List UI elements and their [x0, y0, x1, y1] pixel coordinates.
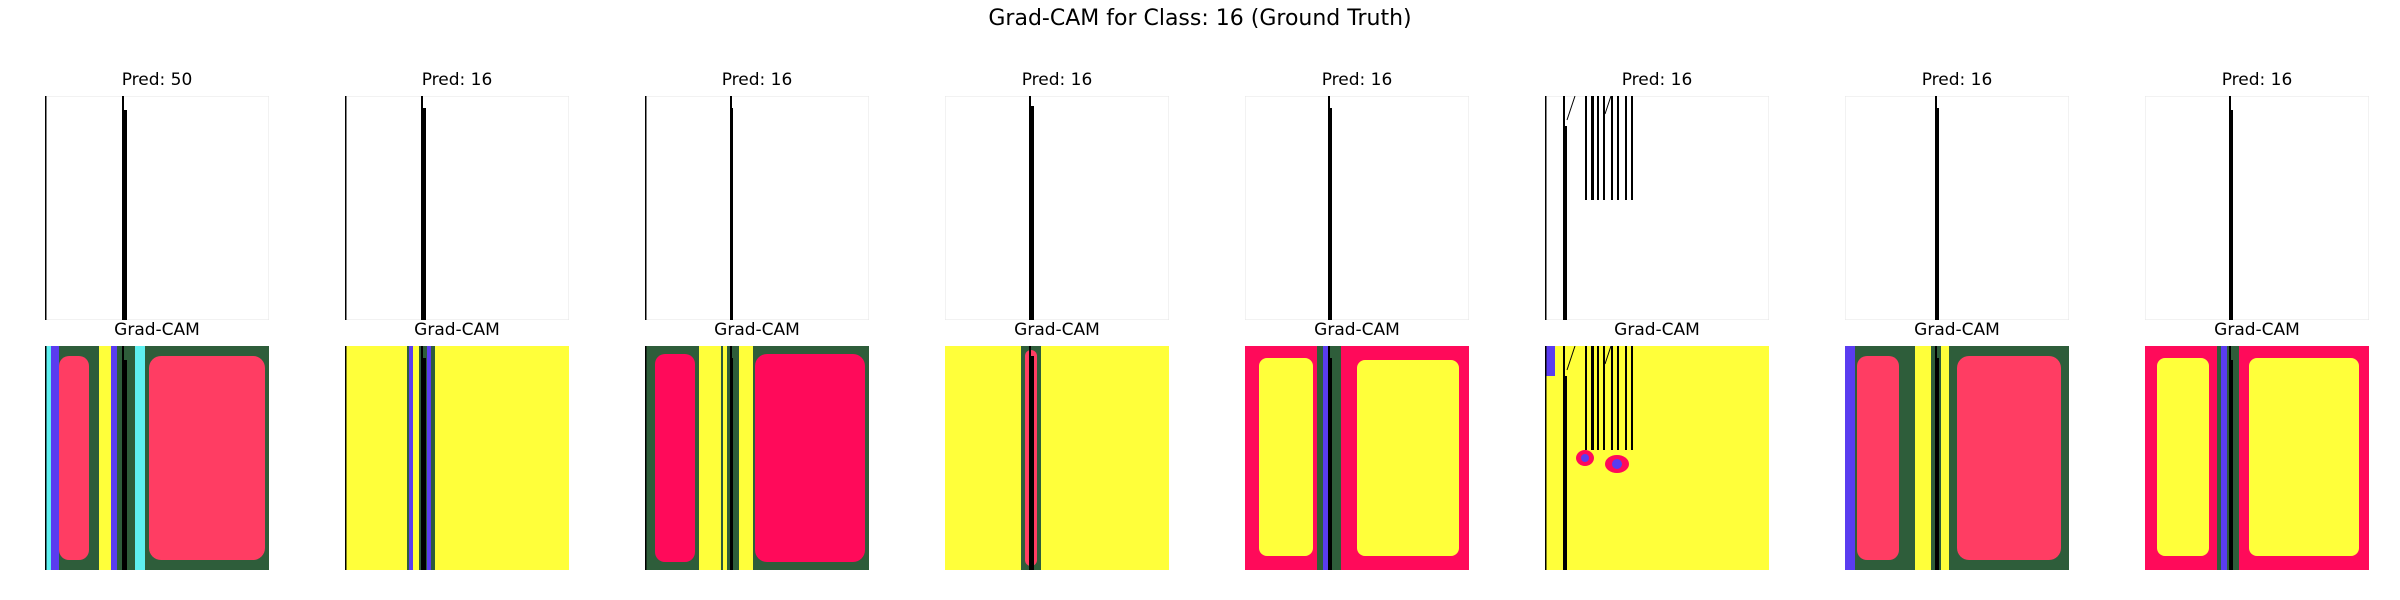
grad-cam-heatmap [2145, 346, 2369, 570]
pred-label: Pred: 16 [1921, 70, 1993, 90]
grad-cam-label: Grad-CAM [1314, 320, 1400, 340]
pred-label: Pred: 16 [1021, 70, 1093, 90]
panel-column-5: Pred: 16 Grad-CAM [1245, 0, 1469, 600]
grad-cam-heatmap [345, 346, 569, 570]
pred-label: Pred: 16 [1621, 70, 1693, 90]
original-image [1245, 96, 1469, 320]
original-image [945, 96, 1169, 320]
pred-label: Pred: 16 [421, 70, 493, 90]
original-image [45, 96, 269, 320]
pred-label: Pred: 16 [721, 70, 793, 90]
original-image [2145, 96, 2369, 320]
grad-cam-label: Grad-CAM [2214, 320, 2300, 340]
grad-cam-heatmap [45, 346, 269, 570]
pred-label: Pred: 16 [1321, 70, 1393, 90]
panel-column-7: Pred: 16 Grad-CAM [1845, 0, 2069, 600]
grad-cam-heatmap [1845, 346, 2069, 570]
original-image [645, 96, 869, 320]
grad-cam-label: Grad-CAM [414, 320, 500, 340]
original-image [1845, 96, 2069, 320]
pred-label: Pred: 50 [121, 70, 193, 90]
grad-cam-label: Grad-CAM [714, 320, 800, 340]
panel-column-4: Pred: 16 Grad-CAM [945, 0, 1169, 600]
panel-column-2: Pred: 16 Grad-CAM [345, 0, 569, 600]
panel-column-3: Pred: 16 Grad-CAM [645, 0, 869, 600]
panel-column-1: Pred: 50 Grad-CAM [45, 0, 269, 600]
grad-cam-label: Grad-CAM [1914, 320, 2000, 340]
grad-cam-heatmap [945, 346, 1169, 570]
grad-cam-label: Grad-CAM [1014, 320, 1100, 340]
panel-column-6: Pred: 16 [1545, 0, 1769, 600]
original-image [1545, 96, 1769, 320]
grad-cam-heatmap [1245, 346, 1469, 570]
grad-cam-label: Grad-CAM [114, 320, 200, 340]
panel-column-8: Pred: 16 Grad-CAM [2145, 0, 2369, 600]
original-image [345, 96, 569, 320]
figure-title: Grad-CAM for Class: 16 (Ground Truth) [988, 6, 1412, 31]
grad-cam-heatmap [645, 346, 869, 570]
grad-cam-label: Grad-CAM [1614, 320, 1700, 340]
pred-label: Pred: 16 [2221, 70, 2293, 90]
grad-cam-heatmap [1545, 346, 1769, 570]
